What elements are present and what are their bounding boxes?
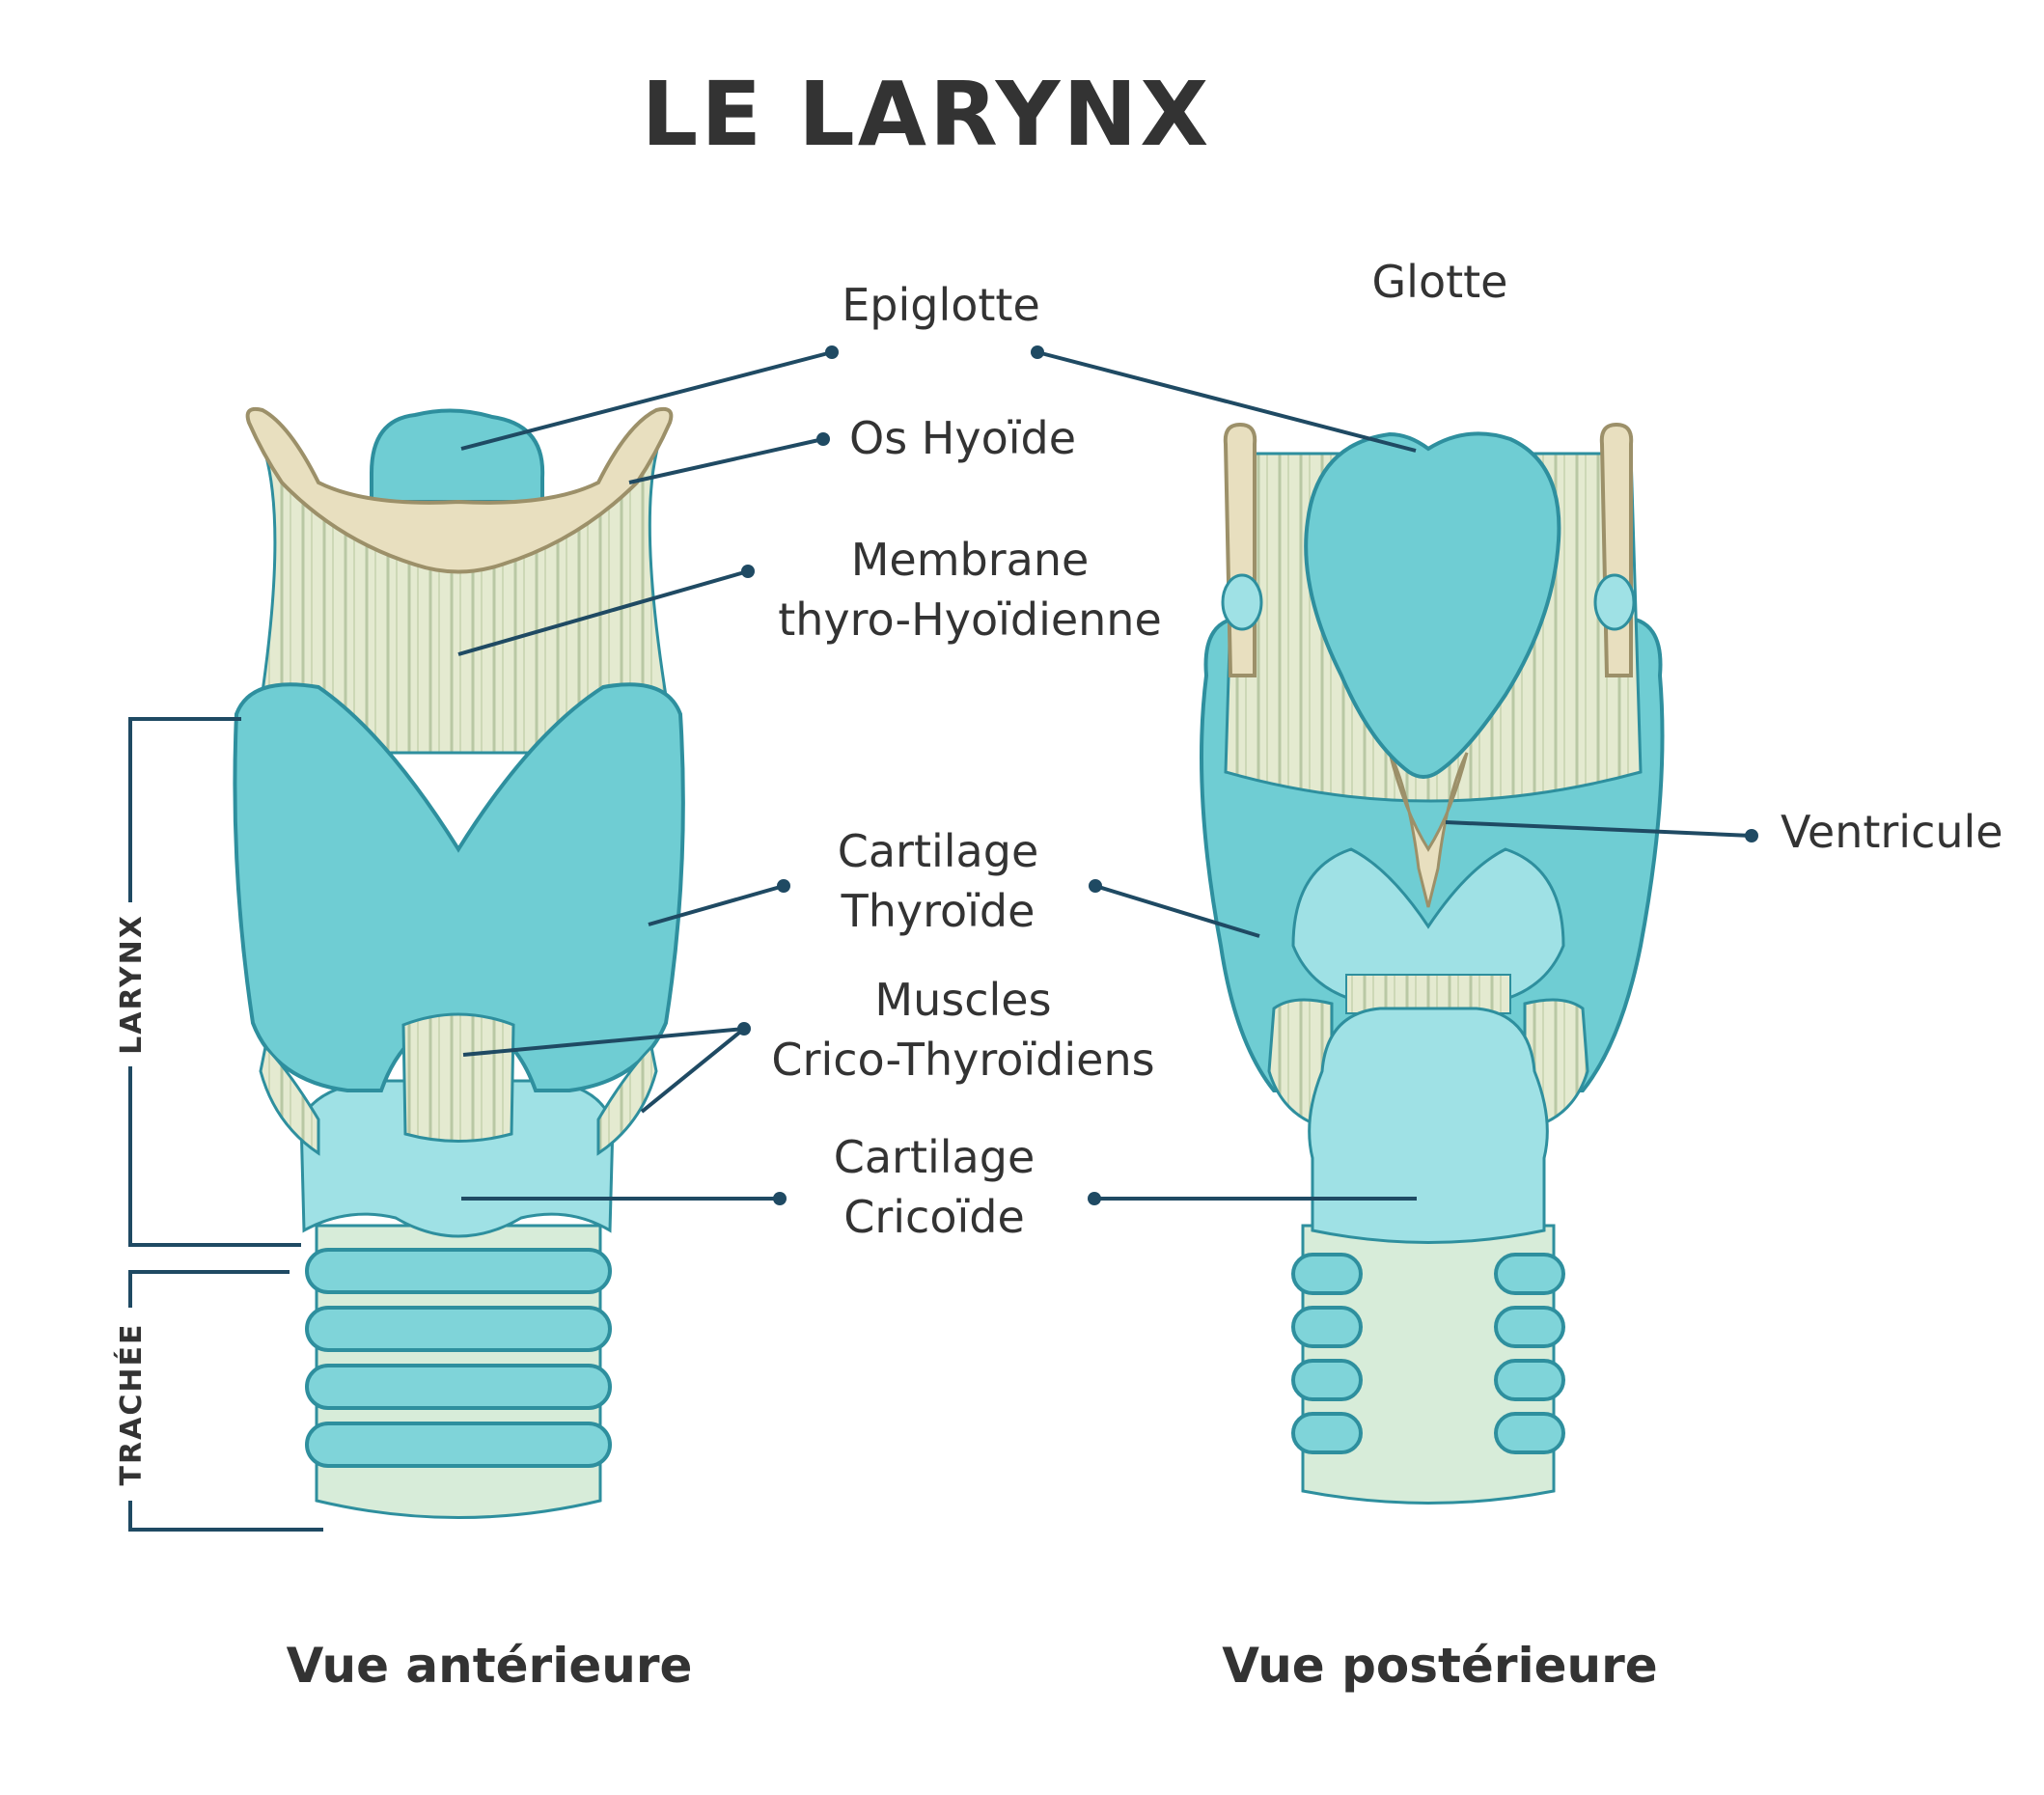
label-glotte: Glotte [1372,256,1508,308]
posterior-view [1202,425,1663,1504]
label-membrane-line2: thyro-Hyoïdienne [778,594,1162,646]
bracket-label-larynx: LARYNX [115,914,149,1055]
label-membrane-line1: Membrane [851,534,1090,586]
label-cartilage-thyroide-line2: Thyroïde [841,885,1036,937]
posterior-hyoid-left-horn [1226,425,1255,676]
anterior-epiglottis [372,410,542,502]
diagram-title: LE LARYNX [642,63,1212,166]
label-cartilage-cricoide-line1: Cartilage [834,1131,1036,1183]
anterior-view [235,409,682,1518]
label-muscles-line1: Muscles [874,974,1051,1026]
label-ventricule: Ventricule [1781,806,2003,858]
label-cartilage-cricoide-line2: Cricoïde [843,1191,1025,1243]
label-os-hyoide: Os Hyoïde [849,412,1076,464]
label-cartilage-thyroide-line1: Cartilage [838,825,1039,877]
label-epiglotte: Epiglotte [842,279,1040,331]
label-muscles-line2: Crico-Thyroïdiens [771,1034,1154,1086]
trachee-bracket: TRACHÉE [114,1272,323,1530]
bracket-label-trachee: TRACHÉE [114,1323,149,1486]
caption-anterior-view: Vue antérieure [287,1638,693,1694]
posterior-right-nodule [1595,575,1634,629]
caption-posterior-view: Vue postérieure [1222,1638,1657,1694]
posterior-left-nodule [1223,575,1261,629]
posterior-cricoid-cartilage [1310,1008,1548,1243]
posterior-hyoid-right-horn [1602,425,1631,676]
